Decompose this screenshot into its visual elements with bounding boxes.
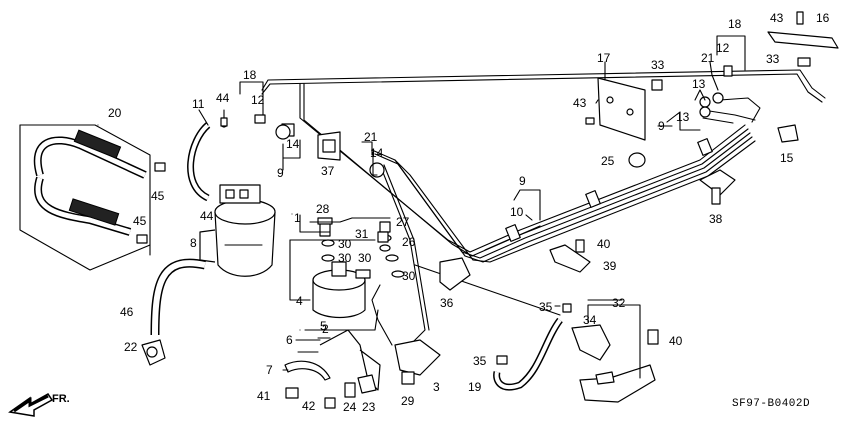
callout-44b: 44: [200, 209, 214, 223]
callout-26: 26: [402, 235, 416, 249]
callout-8: 8: [190, 236, 197, 250]
callout-40a: 40: [597, 237, 611, 251]
callout-9c: 9: [658, 119, 665, 133]
callout-21a: 21: [364, 130, 378, 144]
callout-18b: 18: [728, 17, 742, 31]
callout-12a: 12: [251, 93, 265, 107]
callout-39: 39: [603, 259, 617, 273]
callout-30d: 30: [402, 269, 416, 283]
callout-10: 10: [510, 205, 524, 219]
diagram-code: SF97-B0402D: [732, 398, 810, 410]
callout-41: 41: [257, 389, 271, 403]
evap-hose-assy: [19, 124, 151, 271]
callout-29: 29: [401, 394, 415, 408]
callout-16: 16: [816, 11, 830, 25]
callout-32: 32: [612, 296, 626, 310]
callout-9b: 9: [519, 174, 526, 188]
elbow-fitting: [141, 339, 166, 366]
charcoal-canister: [199, 184, 276, 277]
callout-43b: 43: [770, 11, 784, 25]
callout-5: 5: [320, 319, 327, 333]
callout-30b: 30: [338, 251, 352, 265]
heat-shield: [597, 77, 646, 141]
lower-guard: [571, 304, 656, 403]
callout-17: 17: [597, 51, 611, 65]
line-cover: [767, 31, 839, 49]
callout-30a: 30: [338, 237, 352, 251]
callout-27: 27: [396, 215, 410, 229]
callout-35a: 35: [539, 300, 553, 314]
callout-44a: 44: [216, 91, 230, 105]
callout-37: 37: [321, 164, 335, 178]
callout-38: 38: [709, 212, 723, 226]
callout-14a: 14: [286, 137, 300, 151]
callout-25: 25: [601, 154, 615, 168]
callout-33b: 33: [766, 52, 780, 66]
callout-36: 36: [440, 296, 454, 310]
front-direction-label: FR.: [52, 393, 70, 405]
callout-12b: 12: [716, 41, 730, 55]
callout-9a: 9: [277, 166, 284, 180]
filter-band: [284, 360, 331, 381]
callout-24: 24: [343, 400, 357, 414]
callout-4: 4: [296, 294, 303, 308]
callout-22: 22: [124, 340, 138, 354]
callout-1: 1: [294, 211, 301, 225]
return-hose: [493, 317, 563, 391]
callout-18a: 18: [243, 68, 257, 82]
callout-46: 46: [120, 305, 134, 319]
callout-23: 23: [362, 400, 376, 414]
callout-2: 2: [322, 322, 329, 336]
callout-35b: 35: [473, 354, 487, 368]
callout-14b: 14: [370, 146, 384, 160]
leader-lines: [97, 35, 746, 371]
callout-45a: 45: [151, 189, 165, 203]
callout-13b: 13: [676, 110, 690, 124]
callout-15: 15: [780, 151, 794, 165]
callout-45b: 45: [133, 214, 147, 228]
callout-19: 19: [468, 380, 482, 394]
fuel-filter: [289, 239, 379, 331]
small-fasteners: [285, 371, 415, 409]
callout-31: 31: [355, 227, 369, 241]
callout-20: 20: [108, 106, 122, 120]
callout-40b: 40: [669, 334, 683, 348]
callout-6: 6: [286, 333, 293, 347]
callout-33a: 33: [651, 58, 665, 72]
callout-11: 11: [192, 97, 205, 111]
callout-28: 28: [316, 202, 330, 216]
callout-30c: 30: [358, 251, 372, 265]
callout-7: 7: [266, 363, 273, 377]
callout-numbers: 1 2 3 4 5 6 7 8 9 9 9 10 11 12 12 13 13 …: [108, 11, 830, 414]
callout-3: 3: [433, 380, 440, 394]
line-clips: [136, 11, 811, 365]
hose-46: [150, 258, 206, 336]
callout-34: 34: [583, 313, 597, 327]
callout-21b: 21: [701, 51, 715, 65]
callout-13a: 13: [692, 77, 706, 91]
quick-connectors: [699, 65, 733, 118]
callout-42: 42: [302, 399, 316, 413]
callout-43a: 43: [573, 96, 587, 110]
front-direction-arrow: FR.: [8, 393, 70, 417]
